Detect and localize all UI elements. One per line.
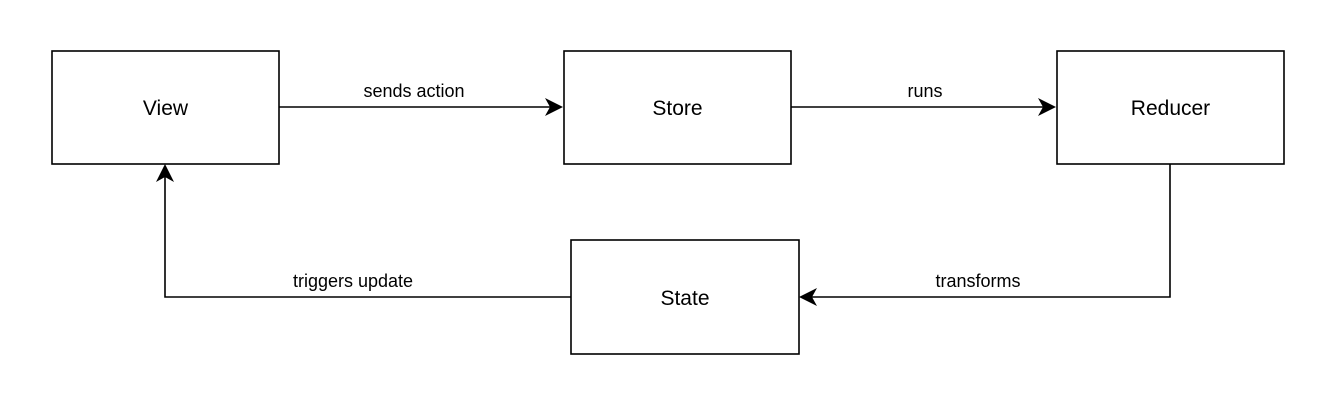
arrowhead-store-to-reducer (1038, 98, 1056, 116)
edge-label-runs: runs (907, 81, 942, 101)
edge-label-sends-action: sends action (363, 81, 464, 101)
edge-store-to-reducer: runs (791, 81, 1056, 116)
arrowhead-reducer-to-state (799, 288, 817, 306)
node-box-view (51, 50, 280, 165)
node-box-store (563, 50, 792, 165)
node-label-store: Store (652, 97, 702, 120)
node-view: View (51, 50, 280, 165)
node-label-view: View (143, 97, 189, 120)
edge-label-triggers-update: triggers update (293, 271, 413, 291)
edge-view-to-store: sends action (279, 81, 563, 116)
node-state: State (570, 239, 800, 355)
edge-state-to-view: triggers update (156, 164, 571, 298)
edge-line-state-to-view (164, 175, 571, 298)
node-reducer: Reducer (1056, 50, 1285, 165)
arrowhead-view-to-store (545, 98, 563, 116)
node-label-reducer: Reducer (1131, 97, 1210, 120)
edge-reducer-to-state: transforms (799, 164, 1171, 306)
node-box-reducer (1056, 50, 1285, 165)
node-label-state: State (660, 287, 709, 310)
node-store: Store (563, 50, 792, 165)
edge-label-transforms: transforms (935, 271, 1020, 291)
node-box-state (570, 239, 800, 355)
edge-line-reducer-to-state (810, 164, 1171, 298)
arrowhead-state-to-view (156, 164, 174, 182)
